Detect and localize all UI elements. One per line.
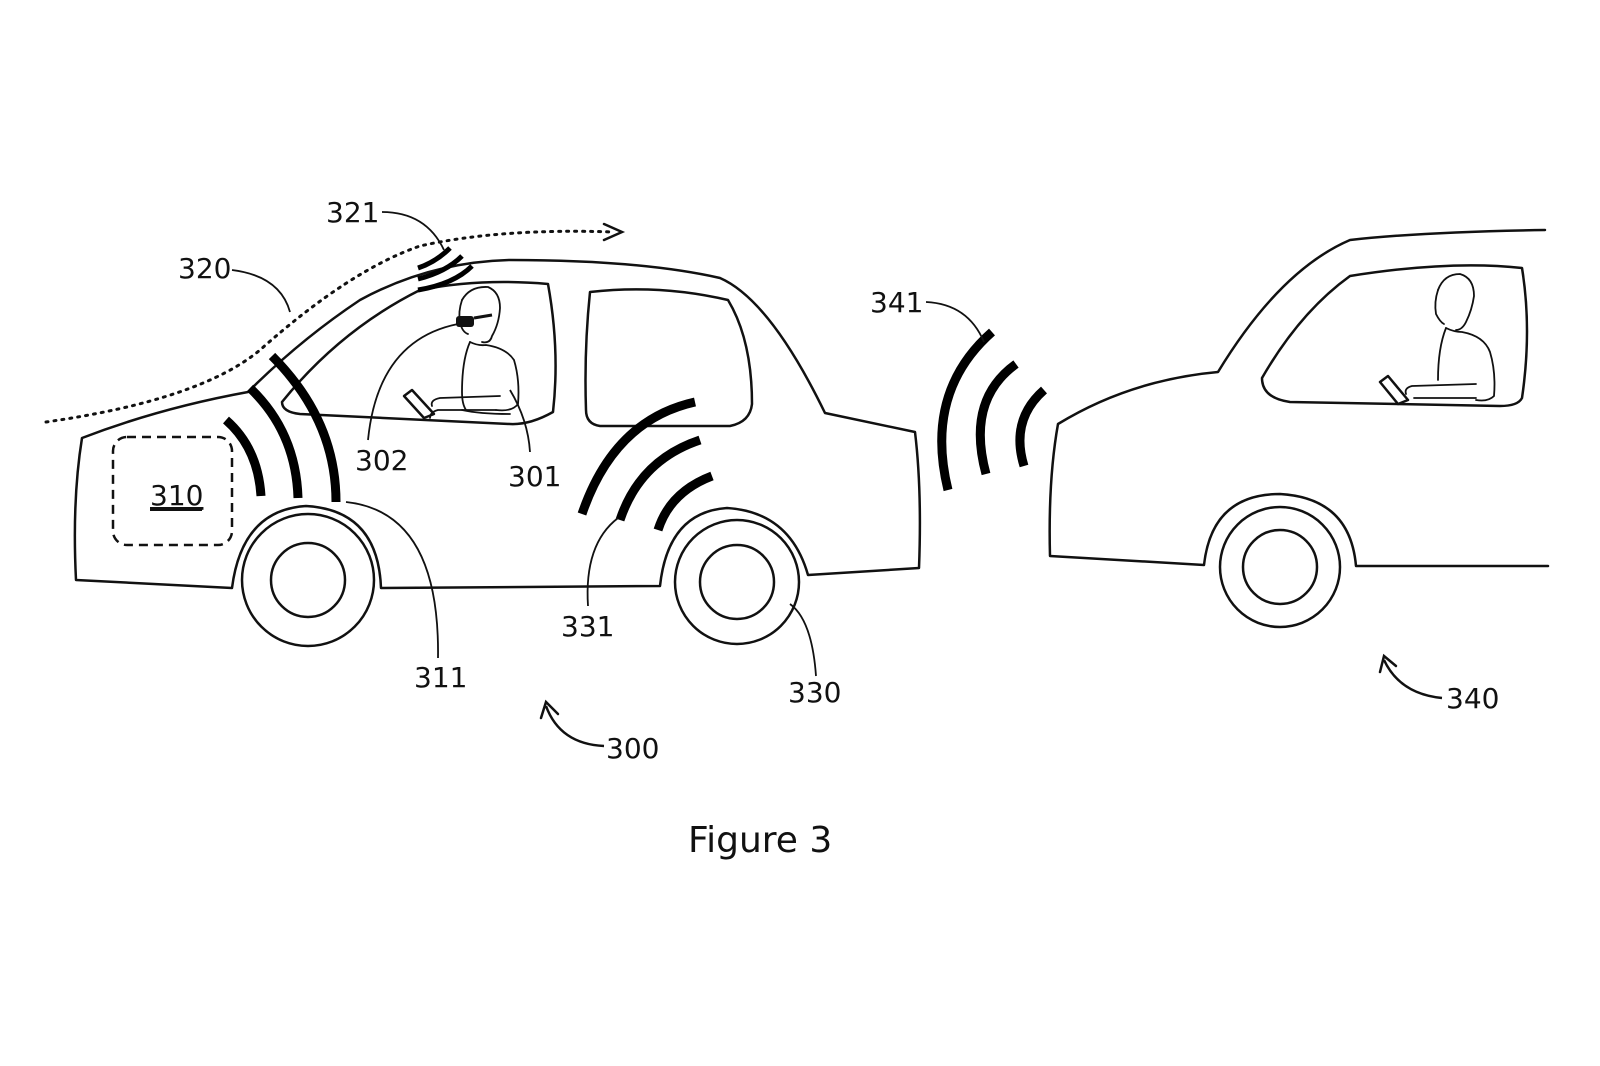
vehicle-300-rear-hub	[698, 543, 776, 621]
signal-waves-341	[937, 328, 1048, 492]
label-321: 321	[326, 196, 379, 229]
label-341: 341	[870, 286, 923, 319]
signal-waves-321	[417, 246, 474, 293]
vehicle-340-hub	[1241, 528, 1319, 606]
vehicle-340-window	[1260, 264, 1529, 408]
vehicle-300-rear-window	[584, 288, 754, 428]
signal-waves-331	[577, 397, 714, 532]
driver-340	[1378, 273, 1496, 406]
signal-waves-311	[222, 352, 341, 503]
figure-caption: Figure 3	[688, 820, 832, 861]
vehicle-300-rear-wheel	[673, 518, 801, 646]
vehicle-340	[1048, 228, 1550, 629]
airflow-path-320	[44, 222, 626, 424]
vehicle-300-body	[73, 258, 922, 590]
driver-301	[402, 286, 520, 420]
label-301: 301	[508, 460, 561, 493]
label-330: 330	[788, 676, 841, 709]
vehicle-300-front-window	[280, 280, 557, 426]
vehicle-300-front-hub	[269, 541, 347, 619]
module-310-box	[111, 435, 234, 547]
glasses-302	[456, 313, 493, 327]
label-331: 331	[561, 610, 614, 643]
label-340: 340	[1446, 682, 1499, 715]
vehicle-340-wheel	[1218, 505, 1342, 629]
leader-lines	[231, 211, 1443, 748]
label-320: 320	[178, 252, 231, 285]
label-310: 310	[150, 479, 203, 512]
label-311: 311	[414, 661, 467, 694]
label-300: 300	[606, 732, 659, 765]
vehicle-300	[73, 258, 922, 648]
label-302: 302	[355, 444, 408, 477]
vehicle-300-front-wheel	[240, 512, 376, 648]
vehicle-340-body	[1048, 228, 1550, 568]
